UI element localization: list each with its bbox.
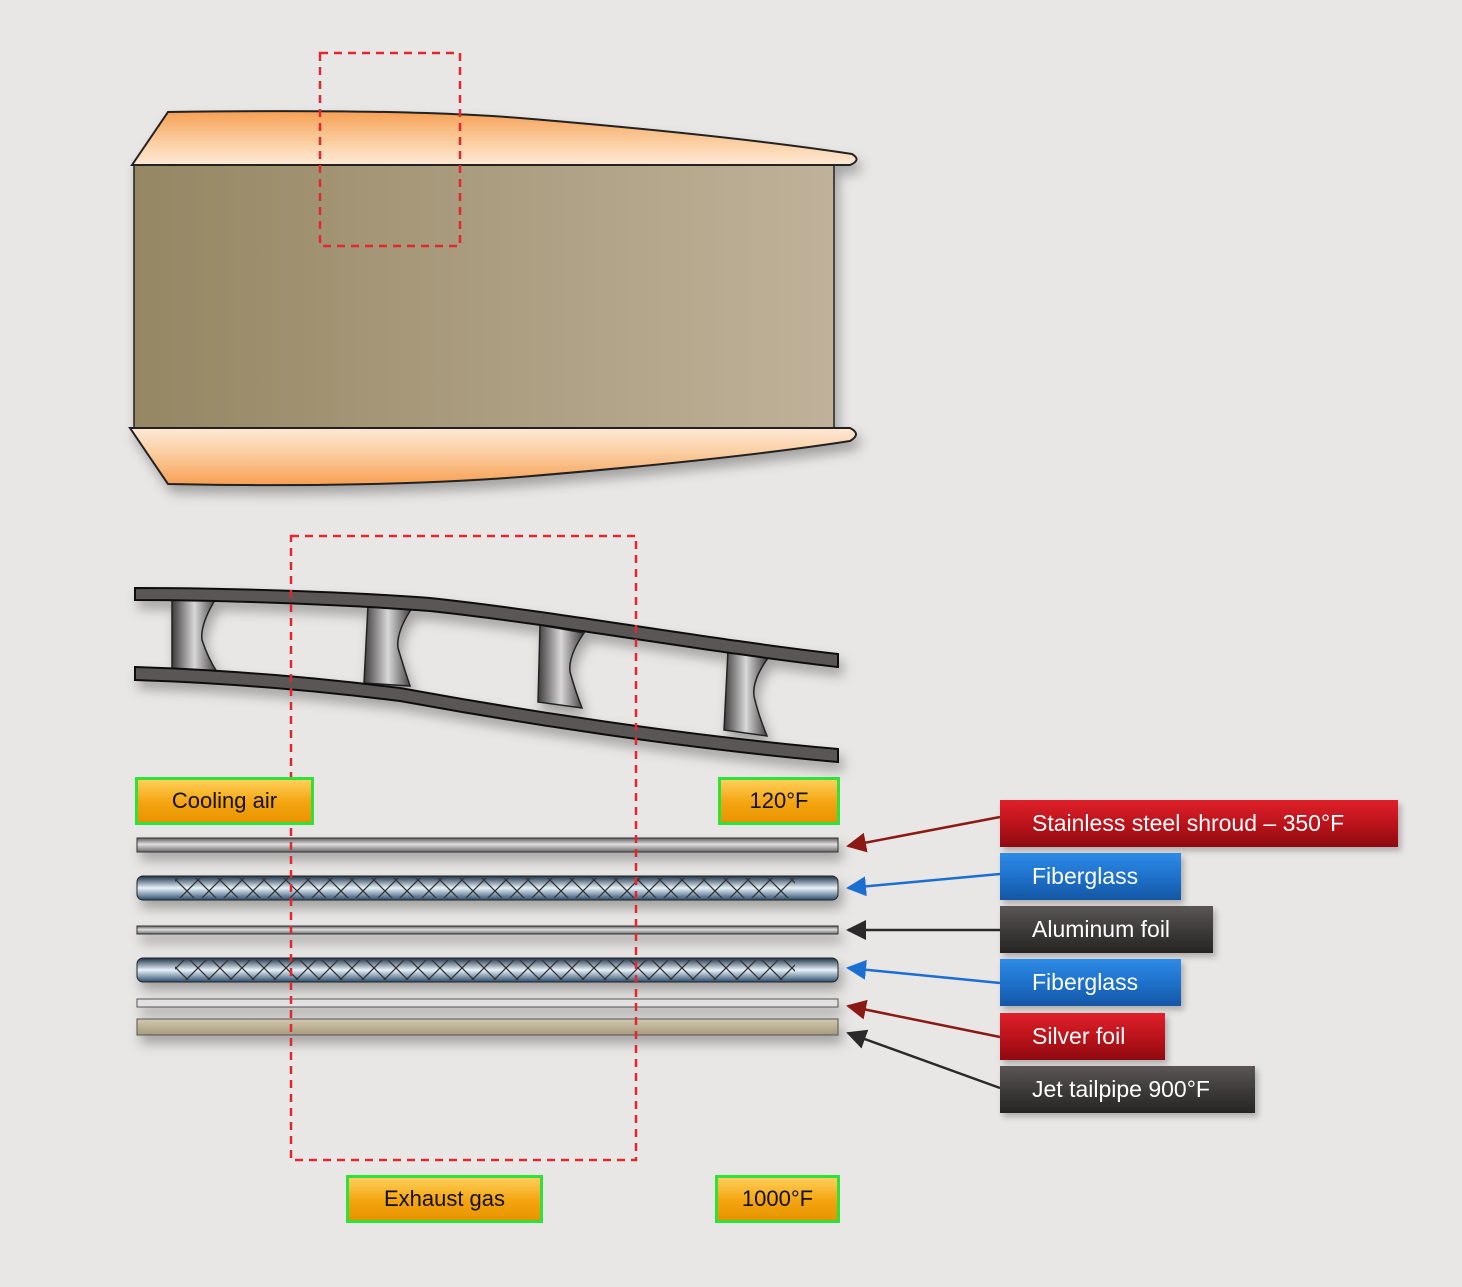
nacelle-drawing [128, 110, 858, 487]
arrow-fiberglass-2 [846, 959, 1001, 985]
detail-callout-box-bottom [289, 534, 638, 1162]
section-inner-skin [134, 665, 839, 764]
fiberglass-1-weave [175, 878, 795, 898]
section-struts [171, 596, 770, 737]
exhaust-gas-temp-tag: 1000°F [715, 1175, 840, 1223]
layer-stainless-steel-shroud [136, 837, 839, 853]
label-fiberglass-1: Fiberglass [1000, 853, 1181, 900]
exhaust-gas-tag: Exhaust gas [346, 1175, 543, 1223]
section-outer-skin [134, 586, 839, 669]
cooling-air-temp-tag: 120°F [718, 777, 840, 825]
label-stainless-steel-shroud: Stainless steel shroud – 350°F [1000, 800, 1398, 847]
nacelle-bottom-wall [128, 427, 857, 487]
detail-callout-box-top [318, 51, 462, 248]
fiberglass-2-weave [175, 960, 795, 980]
layer-aluminum-foil [136, 925, 839, 935]
layer-jet-tailpipe [136, 1018, 839, 1036]
leader-arrows [846, 815, 1001, 1090]
arrow-jet-tailpipe [846, 1029, 1001, 1090]
label-fiberglass-2: Fiberglass [1000, 959, 1181, 1006]
layer-silver-foil [136, 998, 839, 1008]
arrow-fiberglass-1 [846, 872, 1001, 897]
cooling-air-tag: Cooling air [135, 777, 314, 825]
label-aluminum-foil: Aluminum foil [1000, 906, 1213, 953]
label-silver-foil: Silver foil [1000, 1013, 1165, 1060]
label-jet-tailpipe: Jet tailpipe 900°F [1000, 1066, 1255, 1113]
wall-section-drawing [134, 586, 839, 764]
nacelle-top-wall [130, 110, 858, 166]
exhaust-duct [133, 164, 835, 430]
arrow-silver-foil [846, 999, 1001, 1039]
arrow-shroud [846, 815, 1001, 853]
layer-stack [136, 837, 839, 1036]
